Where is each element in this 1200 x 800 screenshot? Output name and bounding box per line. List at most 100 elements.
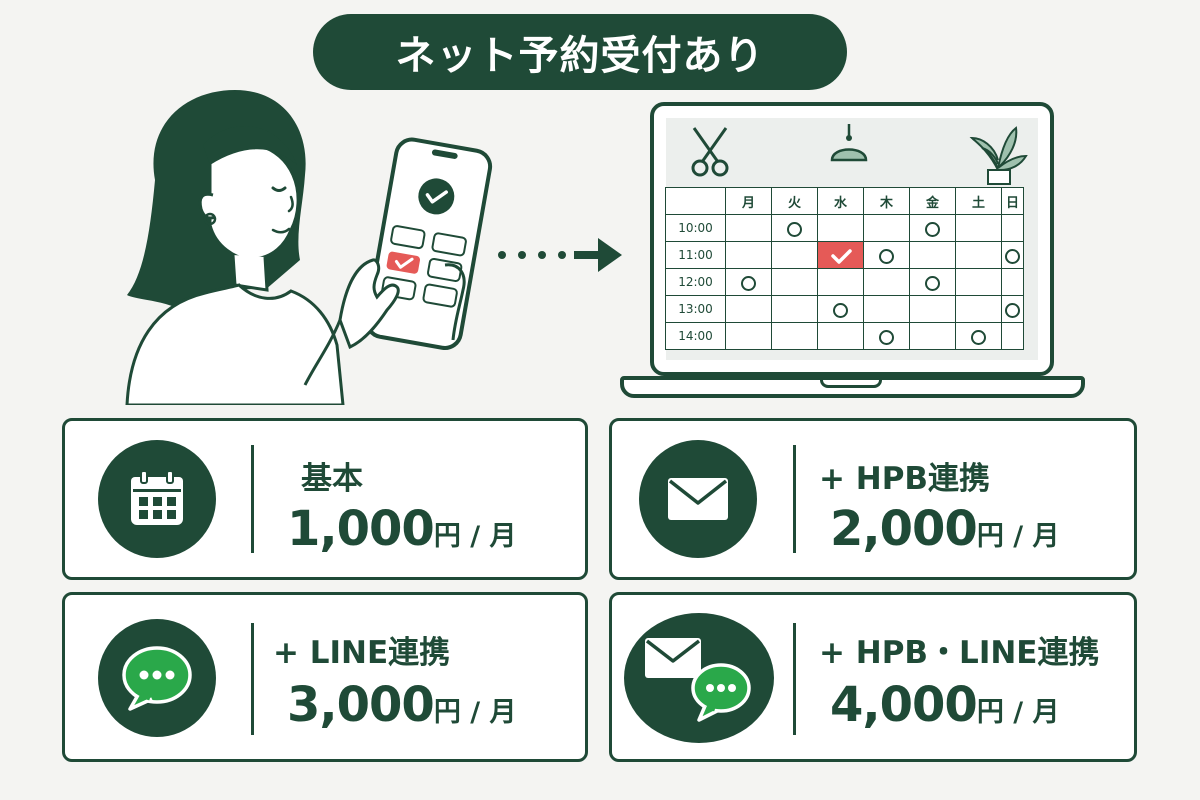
available-slot[interactable] — [771, 214, 818, 242]
day-header: 日 — [1001, 187, 1024, 215]
calendar-row: 10:00 — [665, 214, 1024, 242]
available-circle-icon — [1005, 302, 1020, 318]
plan-amount: 1,000 — [287, 501, 435, 557]
available-circle-icon — [971, 329, 986, 345]
empty-slot[interactable] — [771, 295, 818, 323]
plan-price: 3,000円 / 月 — [287, 677, 517, 733]
plan-label: + LINE連携 — [273, 635, 451, 671]
calendar-row: 11:00 — [665, 241, 1024, 269]
empty-slot[interactable] — [955, 268, 1002, 296]
empty-slot[interactable] — [817, 268, 864, 296]
day-header: 水 — [817, 187, 864, 215]
card-divider — [793, 623, 796, 735]
card-divider — [251, 623, 254, 735]
empty-slot[interactable] — [909, 241, 956, 269]
empty-slot[interactable] — [955, 214, 1002, 242]
available-slot[interactable] — [863, 322, 910, 350]
plan-unit: 円 / 月 — [433, 697, 517, 728]
available-slot[interactable] — [725, 268, 772, 296]
plan-label: 基本 — [301, 461, 363, 497]
empty-slot[interactable] — [1001, 268, 1024, 296]
plan-card-basic[interactable]: 基本 1,000円 / 月 — [62, 418, 588, 580]
lamp-icon — [830, 124, 868, 162]
available-slot[interactable] — [817, 295, 864, 323]
empty-slot[interactable] — [771, 268, 818, 296]
calendar-icon — [98, 440, 216, 558]
available-circle-icon — [787, 221, 802, 237]
laptop-notch — [820, 380, 882, 388]
empty-slot[interactable] — [725, 322, 772, 350]
time-label: 14:00 — [665, 322, 726, 350]
day-header: 月 — [725, 187, 772, 215]
empty-slot[interactable] — [863, 214, 910, 242]
time-label: 10:00 — [665, 214, 726, 242]
calendar-corner — [665, 187, 726, 215]
available-slot[interactable] — [1001, 295, 1024, 323]
plan-amount: 2,000 — [830, 501, 978, 557]
available-circle-icon — [833, 302, 848, 318]
available-slot[interactable] — [955, 322, 1002, 350]
available-slot[interactable] — [909, 268, 956, 296]
plan-card-line[interactable]: + LINE連携 3,000円 / 月 — [62, 592, 588, 762]
plan-amount: 3,000 — [287, 677, 435, 733]
available-circle-icon — [925, 221, 940, 237]
empty-slot[interactable] — [955, 295, 1002, 323]
empty-slot[interactable] — [725, 214, 772, 242]
available-slot[interactable] — [863, 241, 910, 269]
empty-slot[interactable] — [863, 295, 910, 323]
time-label: 13:00 — [665, 295, 726, 323]
chat-icon — [98, 619, 216, 737]
empty-slot[interactable] — [909, 295, 956, 323]
title-banner: ネット予約受付あり — [313, 14, 847, 90]
title-text: ネット予約受付あり — [395, 33, 765, 79]
empty-slot[interactable] — [817, 214, 864, 242]
card-divider — [793, 445, 796, 553]
day-header: 火 — [771, 187, 818, 215]
time-label: 11:00 — [665, 241, 726, 269]
calendar-row: 12:00 — [665, 268, 1024, 296]
check-icon — [830, 249, 852, 264]
available-circle-icon — [925, 275, 940, 291]
plan-price: 4,000円 / 月 — [830, 677, 1060, 733]
empty-slot[interactable] — [725, 241, 772, 269]
plan-price: 1,000円 / 月 — [287, 501, 517, 557]
available-circle-icon — [741, 275, 756, 291]
plant-icon — [969, 126, 1028, 185]
empty-slot[interactable] — [863, 268, 910, 296]
plan-unit: 円 / 月 — [976, 521, 1060, 552]
plan-label: + HPB・LINE連携 — [819, 635, 1100, 671]
empty-slot[interactable] — [909, 322, 956, 350]
empty-slot[interactable] — [817, 322, 864, 350]
calendar-header-row: 月 火 水 木 金 土 日 — [665, 187, 1024, 215]
empty-slot[interactable] — [771, 241, 818, 269]
plan-card-hpb[interactable]: + HPB連携 2,000円 / 月 — [609, 418, 1137, 580]
empty-slot[interactable] — [1001, 322, 1024, 350]
plan-label: + HPB連携 — [819, 461, 991, 497]
empty-slot[interactable] — [1001, 214, 1024, 242]
arrow-connector — [498, 238, 622, 272]
booked-slot[interactable] — [817, 241, 864, 269]
woman-with-phone-illustration — [125, 90, 493, 405]
available-circle-icon — [1005, 248, 1020, 264]
empty-slot[interactable] — [955, 241, 1002, 269]
mail-chat-icon — [624, 613, 774, 743]
plan-unit: 円 / 月 — [433, 521, 517, 552]
day-header: 木 — [863, 187, 910, 215]
available-slot[interactable] — [1001, 241, 1024, 269]
calendar-row: 14:00 — [665, 322, 1024, 350]
plan-unit: 円 / 月 — [976, 697, 1060, 728]
day-header: 金 — [909, 187, 956, 215]
calendar-row: 13:00 — [665, 295, 1024, 323]
mail-icon — [639, 440, 757, 558]
day-header: 土 — [955, 187, 1002, 215]
plan-price: 2,000円 / 月 — [830, 501, 1060, 557]
time-label: 12:00 — [665, 268, 726, 296]
available-circle-icon — [879, 248, 894, 264]
available-circle-icon — [879, 329, 894, 345]
empty-slot[interactable] — [771, 322, 818, 350]
plan-card-hpb-line[interactable]: + HPB・LINE連携 4,000円 / 月 — [609, 592, 1137, 762]
empty-slot[interactable] — [725, 295, 772, 323]
plan-amount: 4,000 — [830, 677, 978, 733]
available-slot[interactable] — [909, 214, 956, 242]
